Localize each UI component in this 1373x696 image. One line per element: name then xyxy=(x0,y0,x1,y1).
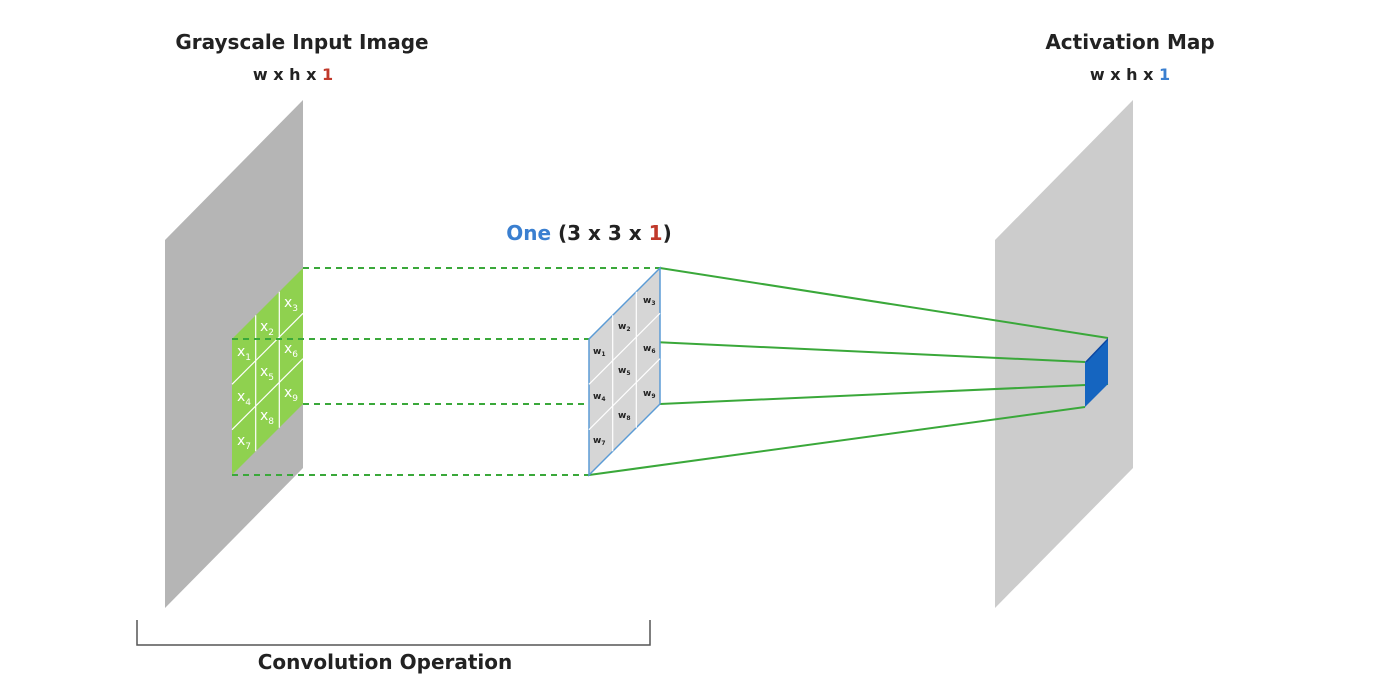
activation-cell xyxy=(1085,338,1108,407)
patch-cell-2: x2 xyxy=(260,319,274,338)
kernel-cell-2: w2 xyxy=(618,322,631,333)
patch-cell-3: x3 xyxy=(284,295,298,314)
kernel-cell-7: w7 xyxy=(593,436,606,447)
input-patch xyxy=(231,268,304,475)
convolution-bracket xyxy=(136,620,651,646)
kernel-cell-1: w1 xyxy=(593,347,606,358)
kernel-title: One (3 x 3 x 1) xyxy=(506,221,671,245)
kernel-cell-labels: w1 w2 w3 w4 w5 w6 w7 w8 w9 xyxy=(593,296,656,447)
kernel-to-output-lines xyxy=(588,267,1109,476)
kernel-cell-6: w6 xyxy=(643,344,656,355)
patch-cell-8: x8 xyxy=(260,408,274,427)
patch-cell-5: x5 xyxy=(260,364,274,383)
input-dims: w x h x 1 xyxy=(253,65,333,84)
output-title: Activation Map xyxy=(1045,30,1214,54)
kernel-cell-5: w5 xyxy=(618,366,631,377)
kernel-cell-3: w3 xyxy=(643,296,656,307)
kernel-cell-4: w4 xyxy=(593,392,606,403)
input-title: Grayscale Input Image xyxy=(175,30,428,54)
bracket-label: Convolution Operation xyxy=(258,650,513,674)
patch-cell-7: x7 xyxy=(237,433,251,452)
patch-cell-9: x9 xyxy=(284,385,298,404)
kernel-filter xyxy=(588,266,661,477)
input-patch-labels: x1 x2 x3 x4 x5 x6 x7 x8 x9 xyxy=(237,295,298,452)
kernel-cell-8: w8 xyxy=(618,411,631,422)
patch-cell-1: x1 xyxy=(237,344,251,363)
activation-map-plane xyxy=(995,100,1133,608)
patch-cell-6: x6 xyxy=(284,341,298,360)
output-dims: w x h x 1 xyxy=(1090,65,1170,84)
kernel-cell-9: w9 xyxy=(643,389,656,400)
patch-cell-4: x4 xyxy=(237,389,251,408)
